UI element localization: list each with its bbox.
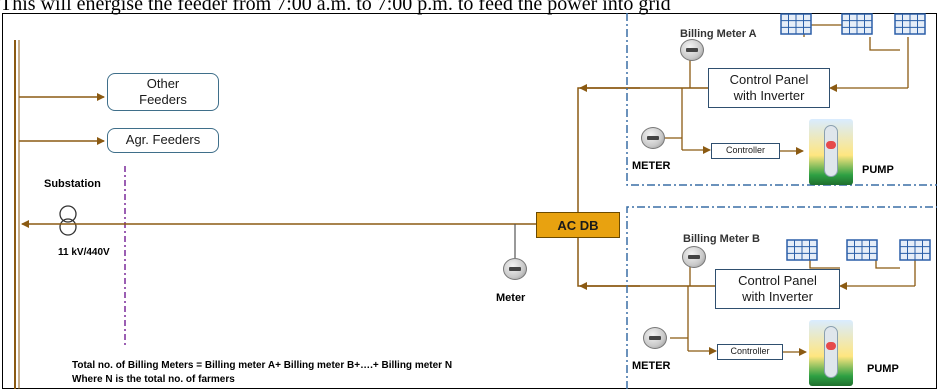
control-panel-b: Control Panel with Inverter xyxy=(715,269,840,309)
pump-a-image xyxy=(809,119,853,185)
meter-label: Meter xyxy=(496,292,526,304)
controller-b: Controller xyxy=(717,344,783,360)
controller-a: Controller xyxy=(711,143,780,159)
billing-meter-b-label: Billing Meter B xyxy=(683,233,761,245)
other-feeders-box: Other Feeders xyxy=(107,73,219,111)
agr-feeders-box: Agr. Feeders xyxy=(107,128,219,153)
transformer-icon xyxy=(59,205,77,236)
billing-meter-a-label: Billing Meter A xyxy=(680,28,757,40)
solar-panel-a2-icon xyxy=(841,13,873,35)
solar-panel-a1-icon xyxy=(780,13,812,35)
acdb-down-line xyxy=(577,238,715,287)
diagram-frame xyxy=(2,13,937,389)
voltage-label: 11 kV/440V xyxy=(58,247,110,258)
billing-meter-a-icon xyxy=(680,39,704,61)
solar-panel-b2-icon xyxy=(846,239,878,261)
meter-icon-main xyxy=(503,258,527,280)
main-busbar xyxy=(14,40,20,389)
site-b-border xyxy=(626,206,937,389)
site-a-border xyxy=(626,13,937,186)
control-panel-a: Control Panel with Inverter xyxy=(708,68,830,108)
header-text: This will energise the feeder from 7:00 … xyxy=(0,0,671,15)
footnote-line-2: Where N is the total no. of farmers xyxy=(72,374,235,385)
solar-panel-b3-icon xyxy=(899,239,931,261)
footnote-line-1: Total no. of Billing Meters = Billing me… xyxy=(72,360,453,371)
pump-b-image xyxy=(809,320,853,386)
meter-a-icon xyxy=(641,127,665,149)
meter-b-label: METER xyxy=(632,360,671,372)
solar-panel-b1-icon xyxy=(786,239,818,261)
substation-label: Substation xyxy=(44,178,101,190)
meter-a-label: METER xyxy=(632,160,671,172)
acdb-up-line xyxy=(577,87,708,212)
acdb-box: AC DB xyxy=(536,212,620,238)
site-a-wiring xyxy=(665,24,909,155)
meter-b-icon xyxy=(643,327,667,349)
pump-a-label: PUMP xyxy=(862,164,894,176)
solar-panel-a3-icon xyxy=(894,13,926,35)
billing-meter-b-icon xyxy=(682,246,706,268)
site-b-wiring xyxy=(670,260,916,356)
pump-b-label: PUMP xyxy=(867,363,899,375)
